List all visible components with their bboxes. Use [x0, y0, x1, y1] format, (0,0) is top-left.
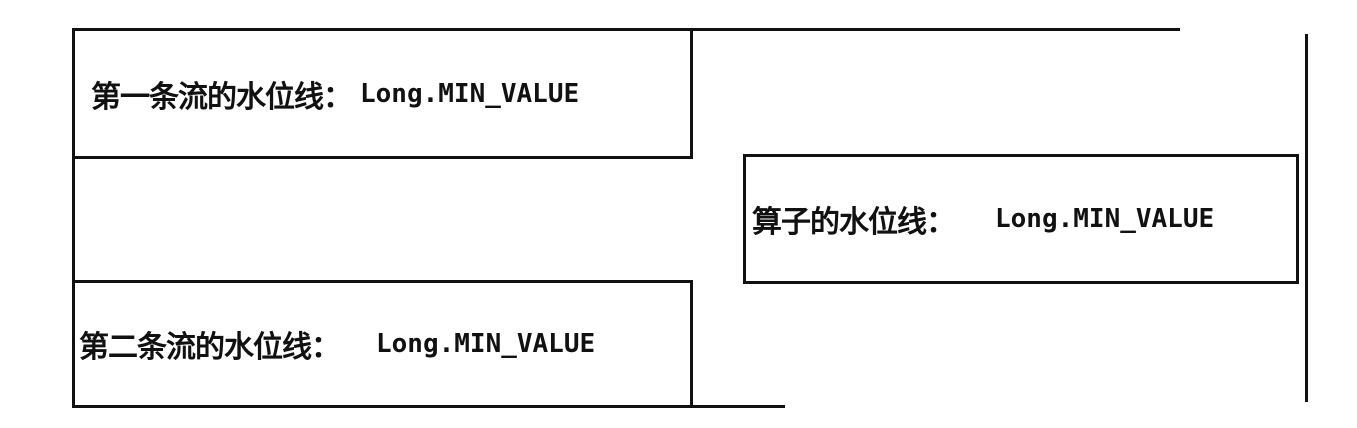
stream1-watermark-label: 第一条流的水位线： — [91, 79, 353, 115]
operator-watermark-label: 算子的水位线： — [752, 205, 956, 240]
stream1-watermark-box: 第一条流的水位线： Long.MIN_VALUE — [72, 28, 693, 159]
watermark-overlay-bottom — [785, 402, 1312, 416]
operator-watermark-box: 算子的水位线： Long.MIN_VALUE — [743, 154, 1299, 284]
stream1-watermark-value: Long.MIN_VALUE — [360, 78, 580, 109]
watermark-overlay-top — [1180, 20, 1312, 34]
stream2-watermark-box: 第二条流的水位线： Long.MIN_VALUE — [72, 280, 693, 408]
operator-watermark-value: Long.MIN_VALUE — [995, 204, 1215, 234]
stream2-watermark-label: 第二条流的水位线： — [79, 330, 341, 365]
stream2-watermark-value: Long.MIN_VALUE — [376, 329, 596, 359]
